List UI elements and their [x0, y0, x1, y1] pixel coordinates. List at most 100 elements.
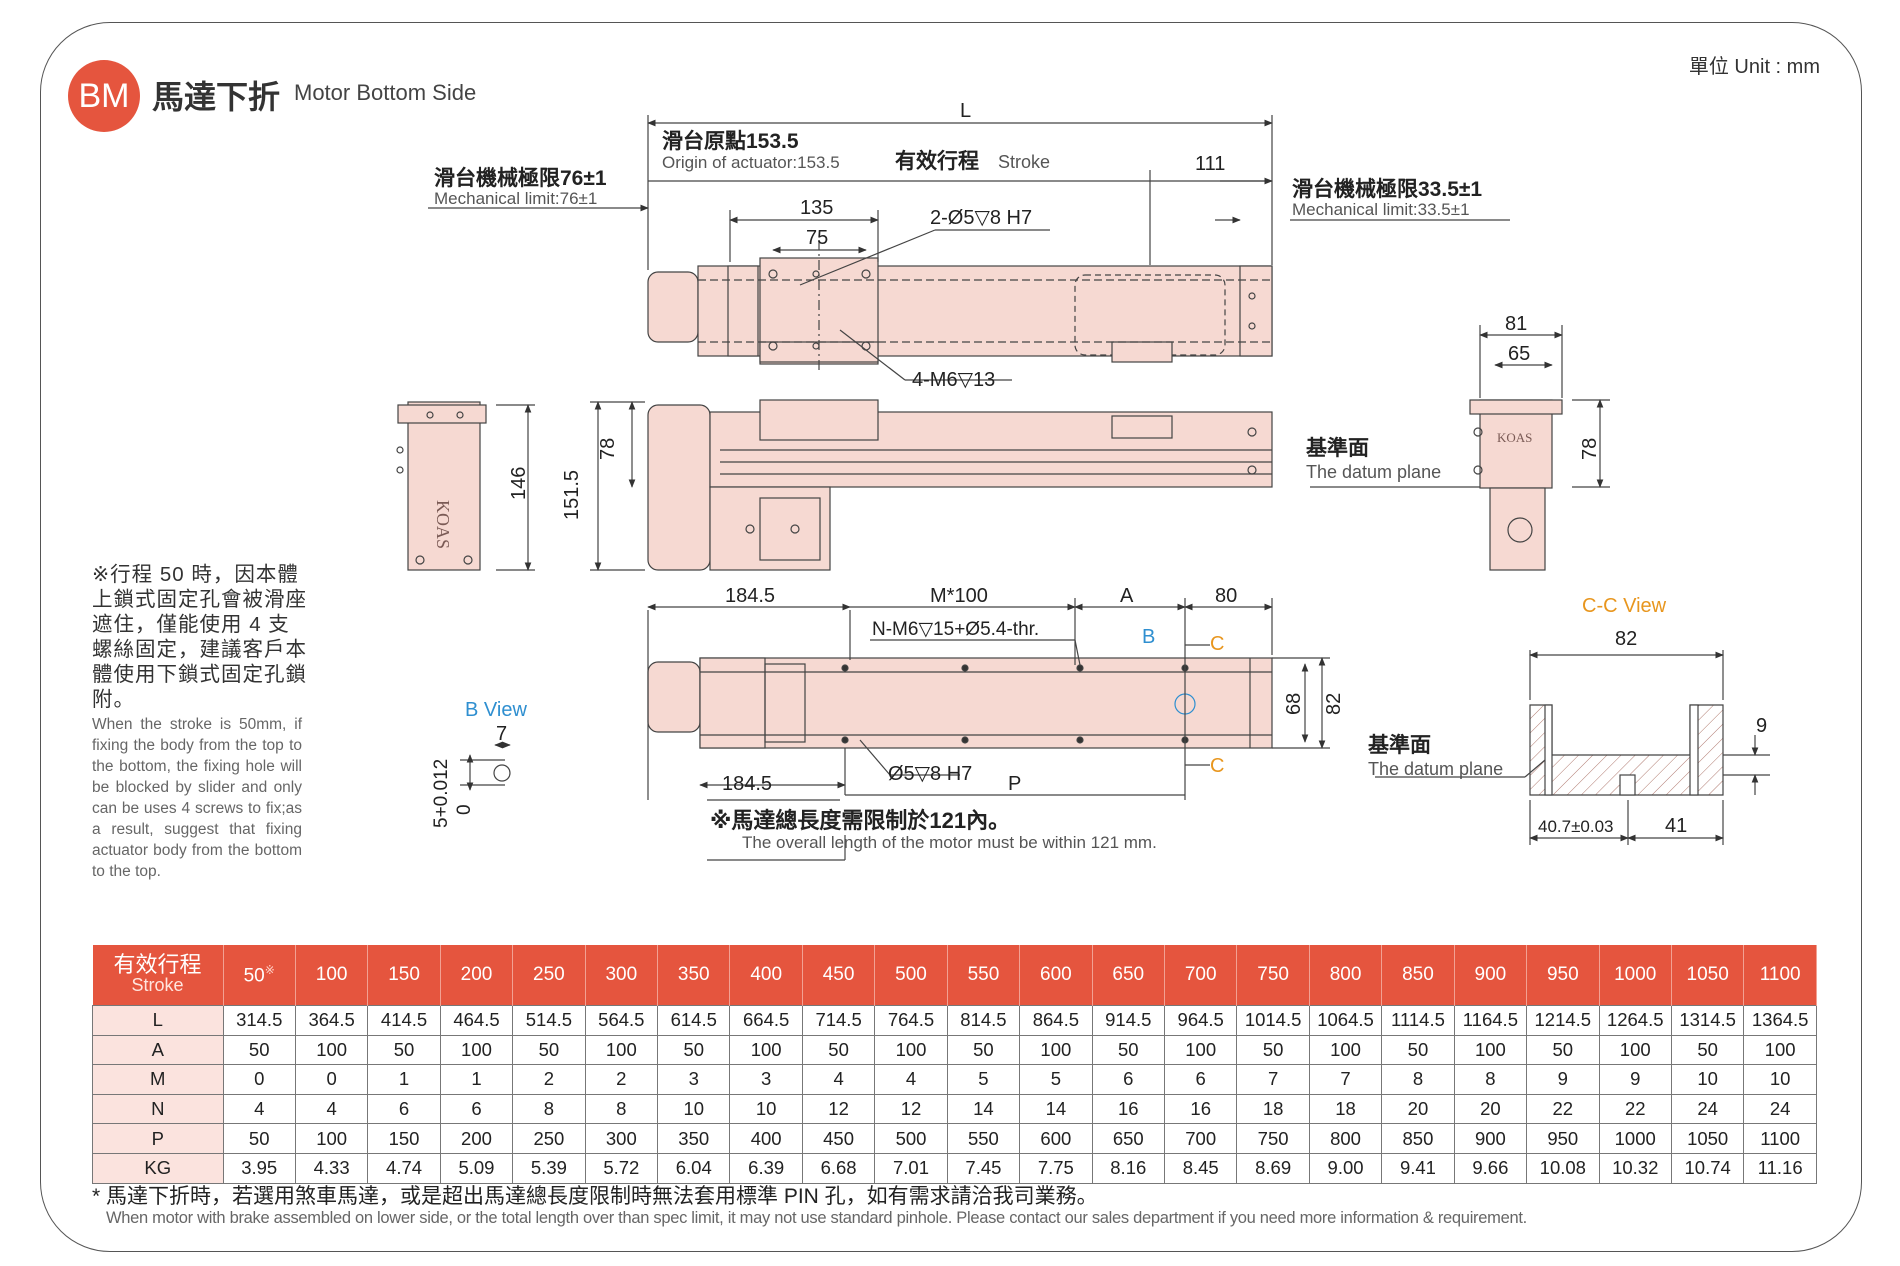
table-cell: 964.5 [1163, 1005, 1238, 1036]
stroke-value: 1050 [1686, 964, 1729, 985]
table-cell: 3 [657, 1064, 731, 1095]
table-cell: 950 [1526, 1123, 1600, 1154]
dim-146: 146 [508, 467, 530, 500]
bottom-view-body [699, 657, 1273, 749]
stroke-value: 300 [605, 964, 638, 985]
table-cell: 100 [439, 1034, 514, 1066]
table-cell: 200 [439, 1123, 514, 1154]
table-cell: 50 [1236, 1034, 1310, 1066]
table-cell: 2 [512, 1064, 586, 1095]
table-cell: 614.5 [657, 1005, 731, 1036]
table-cell: 7.45 [946, 1152, 1021, 1184]
table-cell: 1114.5 [1381, 1005, 1455, 1036]
origin-zh: 滑台原點153.5 [662, 129, 799, 153]
table-cell: 314.5 [222, 1005, 296, 1036]
stroke-col-400: 400 [729, 945, 803, 1006]
stroke-col-750: 750 [1236, 945, 1310, 1006]
mech-right-en: Mechanical limit:33.5±1 [1292, 200, 1470, 219]
origin-en: Origin of actuator:153.5 [662, 153, 840, 172]
b-view-tolerance-low: 0 [454, 804, 475, 815]
table-cell: 6.04 [657, 1152, 731, 1184]
stroke-value: 850 [1402, 964, 1434, 985]
stroke-col-950: 950 [1526, 945, 1600, 1006]
table-cell: 100 [1743, 1034, 1817, 1066]
stroke-col-450: 450 [802, 945, 876, 1006]
hole-pin-label: 2-Ø5▽8 H7 [930, 207, 1032, 229]
table-cell: 1314.5 [1670, 1005, 1745, 1036]
table-cell: 14 [946, 1093, 1021, 1125]
table-cell: 7.75 [1019, 1152, 1093, 1184]
table-cell: 6.39 [729, 1152, 803, 1184]
mech-left-zh: 滑台機械極限76±1 [434, 166, 607, 190]
datum-side-zh: 基準面 [1306, 436, 1369, 460]
table-cell: 7 [1236, 1064, 1310, 1095]
table-cell: 20 [1453, 1093, 1528, 1125]
stroke-value: 100 [315, 964, 348, 985]
table-cell: 4 [222, 1093, 296, 1125]
row-label: KG [92, 1152, 224, 1184]
datum-cc-zh: 基準面 [1368, 733, 1431, 757]
stroke-value: 250 [533, 964, 565, 985]
cc-dim-9: 9 [1756, 715, 1767, 737]
table-cell: 5 [946, 1064, 1021, 1095]
stroke-col-350: 350 [657, 945, 731, 1006]
table-cell: 16 [1163, 1093, 1238, 1125]
dim-81: 81 [1505, 313, 1527, 335]
brand-right: KOAS [1497, 430, 1532, 445]
table-cell: 16 [1091, 1093, 1165, 1125]
stroke-value: 500 [895, 964, 927, 985]
table-cell: 1064.5 [1308, 1005, 1383, 1036]
table-cell: 6 [1163, 1064, 1238, 1095]
top-view-motor [647, 271, 699, 343]
stroke-col-100: 100 [295, 945, 369, 1006]
stroke-value: 750 [1257, 964, 1289, 985]
table-cell: 8 [1381, 1064, 1455, 1095]
table-cell: 1050 [1670, 1123, 1745, 1154]
table-cell: 10 [1743, 1064, 1817, 1095]
stroke-col-600: 600 [1019, 945, 1093, 1006]
motor-note-en: The overall length of the motor must be … [742, 833, 1157, 852]
table-cell: 664.5 [729, 1005, 803, 1036]
row-label: P [92, 1123, 224, 1154]
table-cell: 864.5 [1019, 1005, 1093, 1036]
table-cell: 50 [222, 1034, 296, 1066]
table-cell: 8 [512, 1093, 586, 1125]
row-label: A [92, 1034, 224, 1066]
table-cell: 2 [584, 1064, 659, 1095]
table-cell: 10 [1670, 1064, 1745, 1095]
stroke-col-1050: 1050 [1671, 945, 1745, 1006]
table-cell: 50 [1381, 1034, 1455, 1066]
stroke-col-50: 50※ [223, 945, 296, 1006]
row-label: M [92, 1064, 224, 1095]
table-cell: 50 [801, 1034, 876, 1066]
table-cell: 100 [1308, 1034, 1383, 1066]
footer-note-english: When motor with brake assembled on lower… [106, 1209, 1527, 1227]
table-cell: 1364.5 [1743, 1005, 1817, 1036]
table-cell: 464.5 [439, 1005, 514, 1036]
table-cell: 1264.5 [1598, 1005, 1672, 1036]
title-chinese: 馬達下折 [152, 79, 281, 115]
table-cell: 6 [439, 1093, 514, 1125]
table-cell: 814.5 [946, 1005, 1021, 1036]
stroke-col-150: 150 [367, 945, 441, 1006]
table-cell: 5.72 [584, 1152, 659, 1184]
side-view-motor-box [709, 486, 831, 571]
p-label: P [1008, 773, 1021, 795]
table-cell: 8.45 [1163, 1152, 1238, 1184]
table-cell: 514.5 [512, 1005, 586, 1036]
table-cell: 8.16 [1091, 1152, 1165, 1184]
table-cell: 564.5 [584, 1005, 659, 1036]
dim-65: 65 [1508, 343, 1530, 365]
table-cell: 9.00 [1308, 1152, 1383, 1184]
pin-label: Ø5▽8 H7 [888, 763, 972, 785]
table-cell: 5.39 [512, 1152, 586, 1184]
table-cell: 100 [729, 1034, 803, 1066]
table-cell: 0 [294, 1064, 369, 1095]
table-cell: 50 [1091, 1034, 1165, 1066]
dim-135: 135 [800, 197, 833, 219]
table-cell: 50 [512, 1034, 586, 1066]
stroke-col-300: 300 [585, 945, 659, 1006]
